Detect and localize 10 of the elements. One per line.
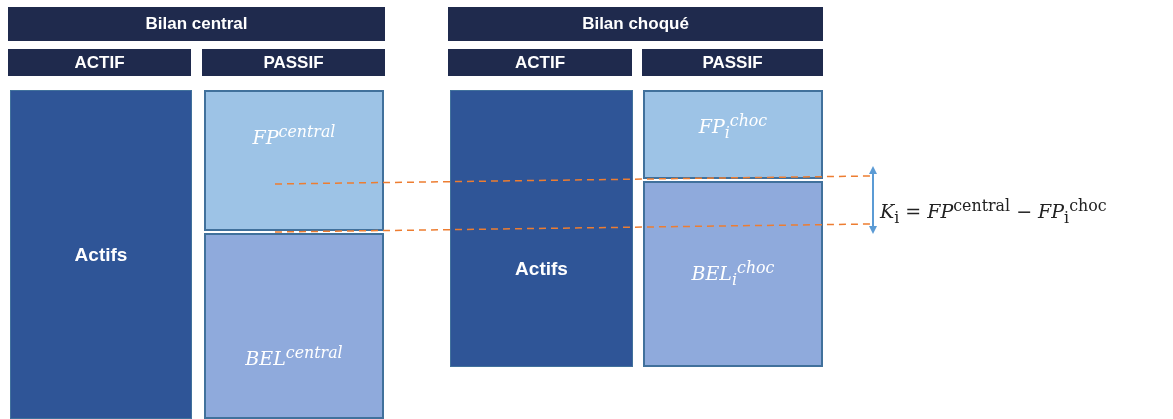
equity-block: FP$^{central}$ xyxy=(204,90,384,231)
balance-title-band: Bilan central xyxy=(8,7,385,41)
balance-title-band: Bilan choqué xyxy=(448,7,823,41)
column-header: PASSIF xyxy=(642,49,823,76)
asset-block: Actifs xyxy=(450,90,633,367)
liability-block: BEL$^{central}$ xyxy=(204,233,384,419)
column-header: ACTIF xyxy=(448,49,632,76)
column-header: ACTIF xyxy=(8,49,191,76)
asset-block: Actifs xyxy=(10,90,192,419)
column-header: PASSIF xyxy=(202,49,385,76)
